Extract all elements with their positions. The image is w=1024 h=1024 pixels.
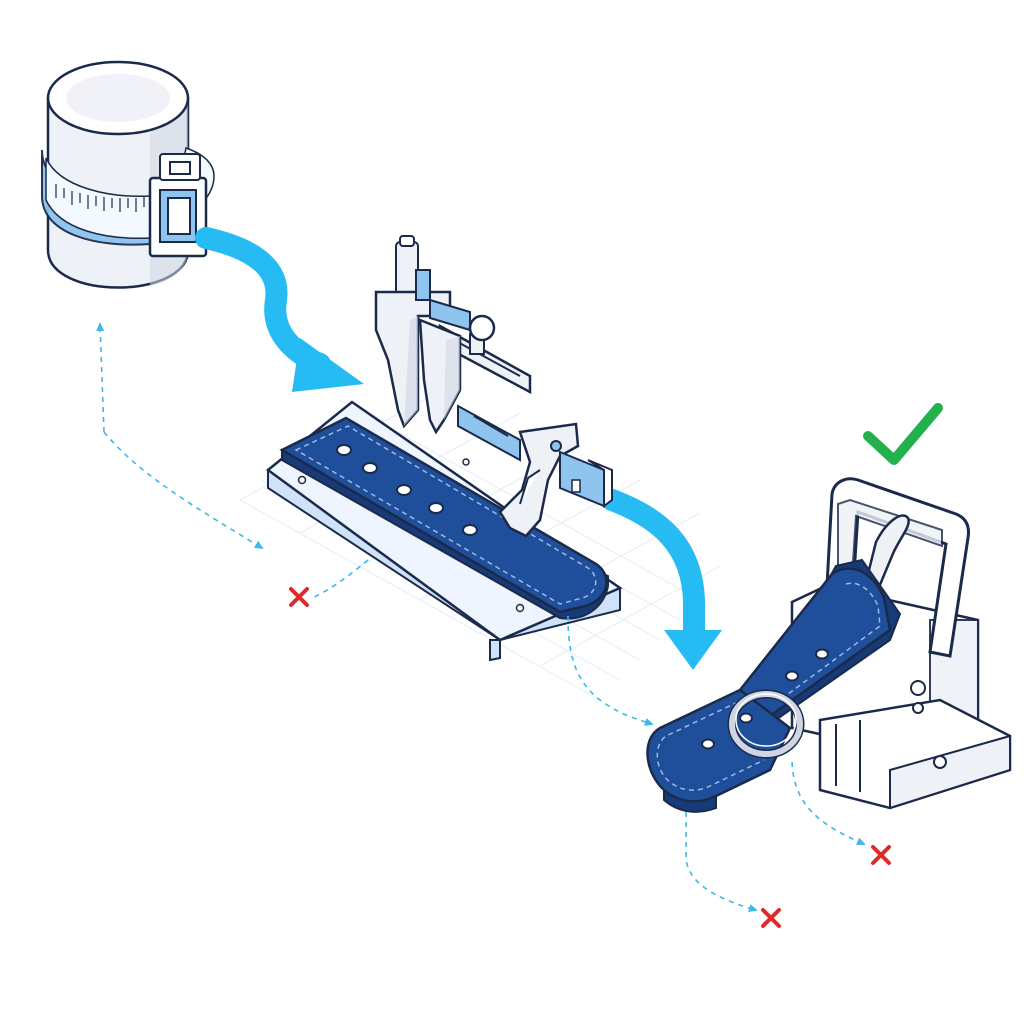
leather-strap-being-measured (279, 416, 609, 620)
buckle-strap-holes (701, 648, 829, 750)
buckle-strap-icon (646, 558, 902, 813)
cross-mark-icon (761, 908, 781, 928)
cross-mark-icon (289, 587, 309, 607)
guide-up-to-cylinder (96, 322, 105, 433)
guide-cylinder-to-plate (103, 431, 264, 550)
strap-punch-holes (336, 444, 478, 536)
tape-measure-wrapped-cylinder-icon (41, 60, 215, 289)
guide-plate-to-cross (311, 559, 369, 599)
measure-cylinder (41, 60, 215, 289)
cross-mark-icon (871, 845, 891, 865)
guide-strap-to-cross (685, 812, 758, 912)
dashed-guide-arrows (96, 322, 866, 912)
caliper-hole-punch (265, 235, 623, 662)
flow-arrow-measure-to-caliper (195, 227, 364, 392)
caliper-icon (374, 235, 613, 538)
flow-arrow-caliper-to-buckle (601, 489, 722, 670)
fitted-buckle-strap (646, 477, 1012, 813)
guide-plate-to-strap (567, 615, 654, 726)
check-mark-icon (863, 403, 943, 465)
guide-ring-to-cross (791, 761, 866, 845)
